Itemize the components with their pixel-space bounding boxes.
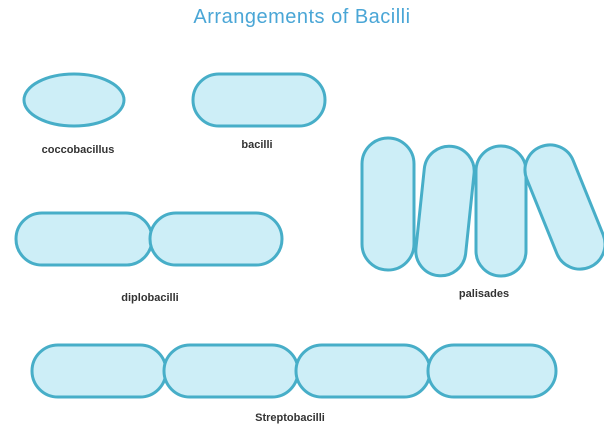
- coccobacillus-cell: [24, 74, 124, 126]
- palisades-label: palisades: [459, 288, 509, 300]
- diplobacillus-cell-1: [16, 213, 152, 265]
- palisades-group: [362, 137, 604, 278]
- bacillus-cell: [193, 74, 325, 126]
- streptobacillus-cell-4: [428, 345, 556, 397]
- palisade-cell-3: [476, 146, 526, 276]
- diplobacilli-label: diplobacilli: [121, 292, 178, 304]
- streptobacillus-cell-1: [32, 345, 166, 397]
- coccobacillus-label: coccobacillus: [42, 144, 115, 156]
- palisade-cell-1: [362, 138, 414, 270]
- streptobacilli-label: Streptobacilli: [255, 412, 325, 424]
- diplobacillus-cell-2: [150, 213, 282, 265]
- palisade-cell-2: [413, 144, 476, 279]
- streptobacillus-cell-3: [296, 345, 430, 397]
- coccobacillus-group: [24, 74, 124, 126]
- diplobacilli-group: [16, 213, 282, 265]
- bacilli-label: bacilli: [241, 139, 272, 151]
- bacilli-group: [193, 74, 325, 126]
- streptobacilli-group: [32, 345, 556, 397]
- streptobacillus-cell-2: [164, 345, 298, 397]
- palisade-cell-4: [517, 137, 604, 276]
